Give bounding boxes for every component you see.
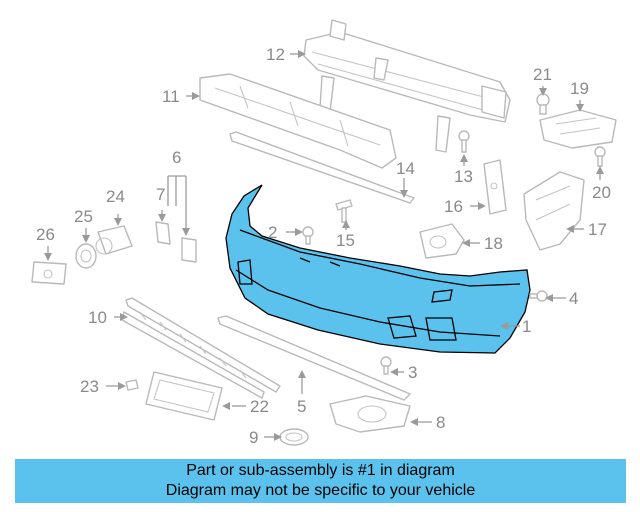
part-11-energy-absorber — [199, 73, 397, 169]
callout-20: 20 — [592, 183, 611, 202]
banner-line-2: Diagram may not be specific to your vehi… — [165, 482, 476, 499]
part-18-fog-lamp — [419, 223, 465, 259]
callout-3: 3 — [408, 363, 417, 382]
callout-15: 15 — [336, 231, 355, 250]
callout-26: 26 — [36, 225, 55, 244]
callout-25: 25 — [74, 207, 93, 226]
leader-lines — [44, 50, 604, 441]
callout-1: 1 — [522, 317, 531, 336]
callout-8: 8 — [436, 413, 445, 432]
part-21-clip — [536, 93, 550, 115]
callout-21: 21 — [533, 65, 552, 84]
part-15-fastener — [335, 199, 353, 223]
part-13-bolt — [458, 130, 470, 153]
part-4-fastener — [529, 290, 548, 302]
callout-22: 22 — [250, 397, 269, 416]
part-9-ring — [279, 428, 309, 446]
callout-10: 10 — [88, 308, 107, 327]
callout-19: 19 — [570, 79, 589, 98]
callout-6: 6 — [172, 148, 181, 167]
callout-2: 2 — [268, 223, 277, 242]
callout-17: 17 — [588, 220, 607, 239]
callout-16: 16 — [444, 197, 463, 216]
part-3-fastener — [380, 356, 392, 375]
part-6-bracket — [181, 237, 197, 263]
part-1-bumper-cover — [225, 184, 531, 354]
callout-13: 13 — [454, 167, 473, 186]
parts-exploded-diagram: 1 2 3 4 5 6 7 8 9 10 11 12 13 14 15 16 1… — [31, 19, 617, 447]
part-23-fastener — [125, 379, 139, 391]
callout-11: 11 — [162, 87, 180, 106]
callout-5: 5 — [297, 397, 306, 416]
part-20-bolt — [594, 146, 606, 167]
callout-23: 23 — [80, 377, 99, 396]
callout-14: 14 — [396, 159, 415, 178]
part-22-license-bracket — [145, 371, 223, 421]
part-5-lower-trim — [217, 315, 411, 401]
part-7-bracket — [155, 221, 171, 245]
callout-9: 9 — [249, 428, 258, 447]
callout-18: 18 — [484, 234, 503, 253]
callout-12: 12 — [266, 45, 285, 64]
part-17-guide — [523, 171, 585, 251]
part-19-side-bracket — [539, 109, 617, 149]
callout-24: 24 — [106, 187, 125, 206]
callout-4: 4 — [569, 289, 578, 308]
part-2-fastener — [302, 226, 314, 245]
bumper-cover-highlight — [226, 185, 530, 353]
banner-line-1: Part or sub-assembly is #1 in diagram — [186, 462, 455, 479]
callout-7: 7 — [156, 185, 165, 204]
part-16-bracket — [483, 159, 507, 215]
info-banner: Part or sub-assembly is #1 in diagram Di… — [15, 459, 626, 503]
part-8-fog-trim — [329, 395, 411, 433]
callout-labels: 1 2 3 4 5 6 7 8 9 10 11 12 13 14 15 16 1… — [36, 45, 611, 447]
part-24-sensor — [95, 225, 133, 255]
part-25-sensor-ring — [75, 243, 97, 269]
part-12-reinforcement-beam — [303, 19, 511, 153]
part-26-sensor-bracket — [31, 261, 67, 285]
part-14-upper-strip — [229, 131, 415, 204]
